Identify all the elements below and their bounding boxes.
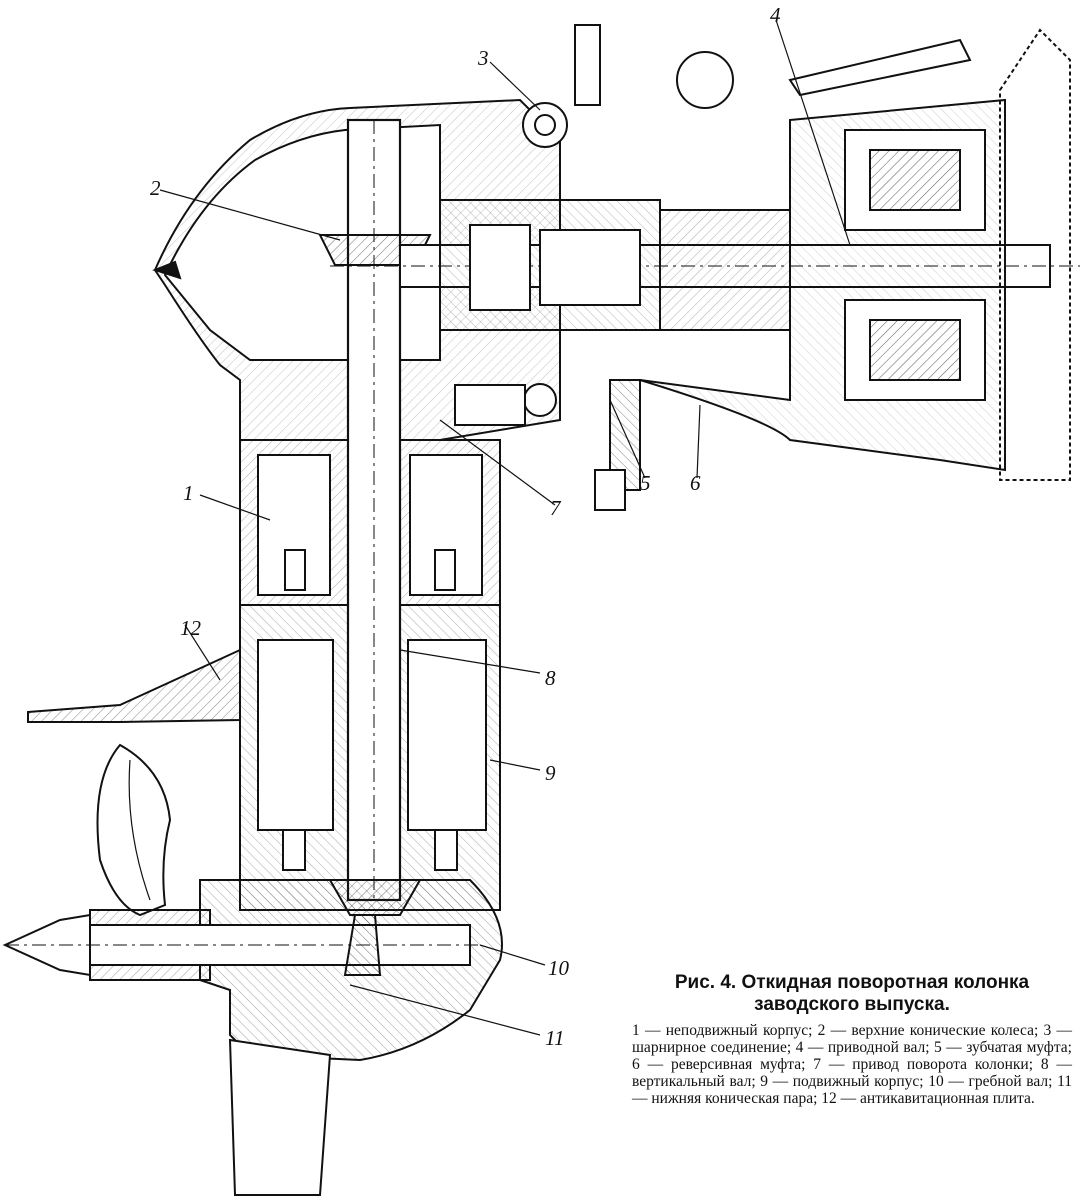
callout-2: 2 [150,176,161,200]
gear-coupling [659,209,791,331]
lower-bevel-gear-pair [328,879,422,916]
callout-4: 4 [770,3,781,27]
propeller-blade [96,743,172,917]
callout-12: 12 [180,616,202,640]
callout-11: 11 [545,1026,564,1050]
figure-caption: Рис. 4. Откидная поворотная колонка заво… [632,972,1072,1107]
steering-drive [523,383,557,417]
callout-8: 8 [545,666,556,690]
callout-7: 7 [550,496,562,520]
callout-9: 9 [545,761,556,785]
caption-legend: 1 — неподвижный корпус; 2 — верхние кони… [632,1022,1072,1107]
callout-10: 10 [548,956,570,980]
skeg [228,1038,332,1196]
callout-6: 6 [690,471,701,495]
callout-1: 1 [183,481,194,505]
callout-3: 3 [477,46,489,70]
caption-title: Рис. 4. Откидная поворотная колонка заво… [674,972,1030,1015]
callout-5: 5 [640,471,651,495]
anti-cavitation-plate [27,648,241,723]
